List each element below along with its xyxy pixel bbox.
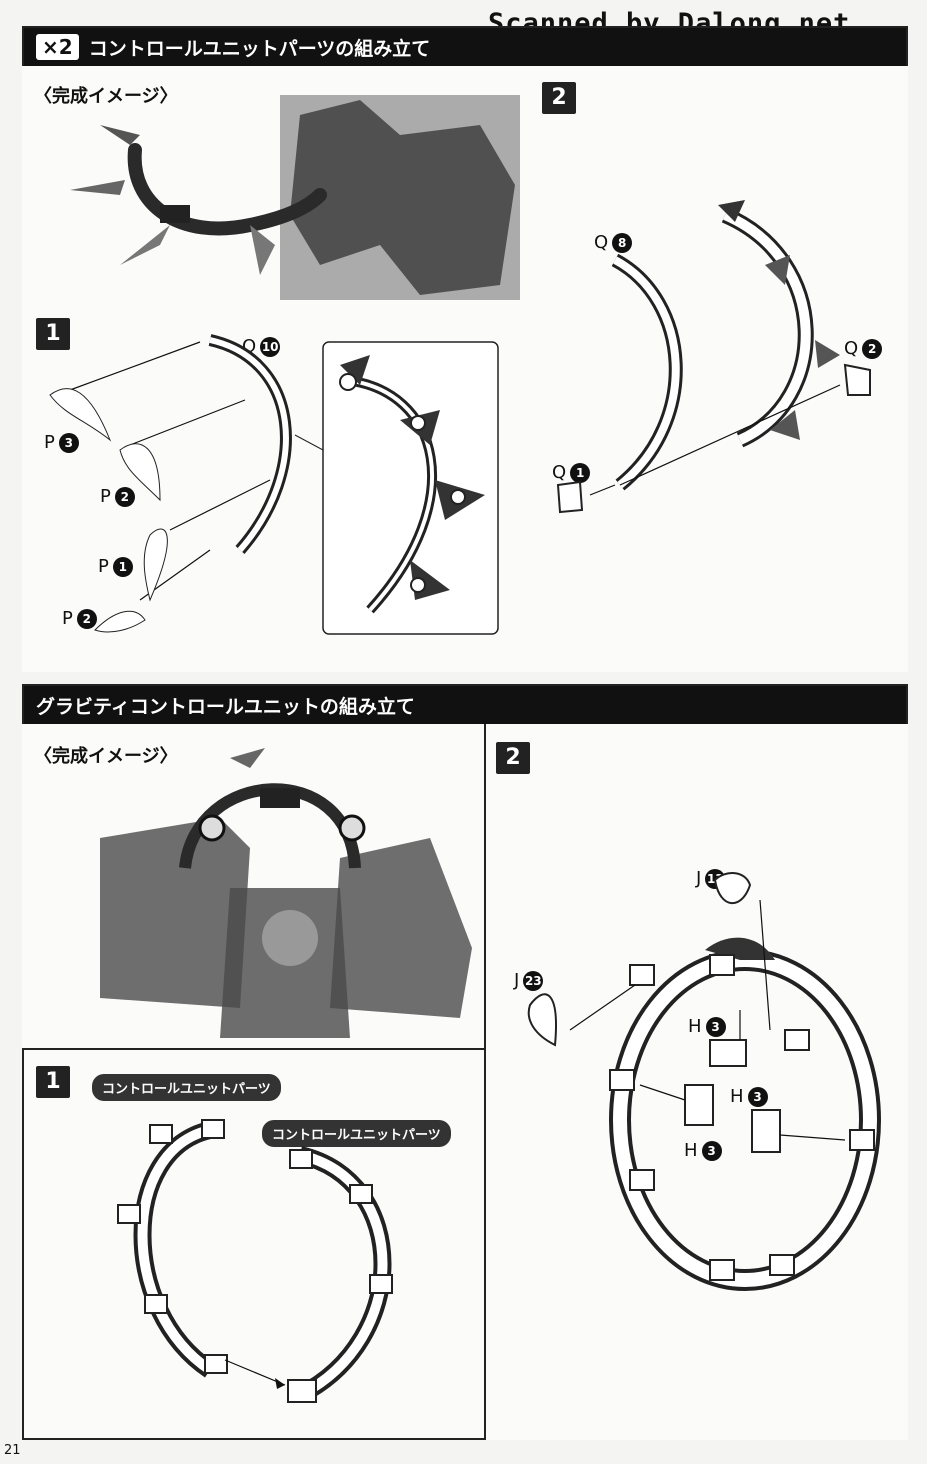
s2-step2-panel [484,724,908,1440]
s2-image-label: 〈完成イメージ〉 [34,746,178,767]
s2-completed-image [100,748,472,1038]
s2-step1-number: 1 [36,1066,70,1098]
s2-step1-pill-2: コントロールユニットパーツ [262,1120,451,1147]
s1-step2-diagram [556,200,871,514]
section2-title: グラビティコントロールユニットの組み立て [36,695,415,718]
s2-step2-number: 2 [496,742,530,774]
s1-step1-number: 1 [36,318,70,350]
section1-title: コントロールユニットパーツの組み立て [88,37,431,60]
s2-step1-diagram [117,1119,393,1404]
section1-header: ×2 コントロールユニットパーツの組み立て [24,28,906,66]
s1-step1-diagram [49,334,499,635]
s2-step1-pill-1: コントロールユニットパーツ [92,1074,281,1101]
s1-step2-number: 2 [542,82,576,114]
s1-completed-image [70,95,520,300]
s1-image-label: 〈完成イメージ〉 [34,86,178,107]
multiplier-badge: ×2 [36,34,79,60]
page-number: 21 [4,1443,21,1458]
section2-header: グラビティコントロールユニットの組み立て [24,686,906,724]
s2-step2-diagram [527,872,881,1291]
